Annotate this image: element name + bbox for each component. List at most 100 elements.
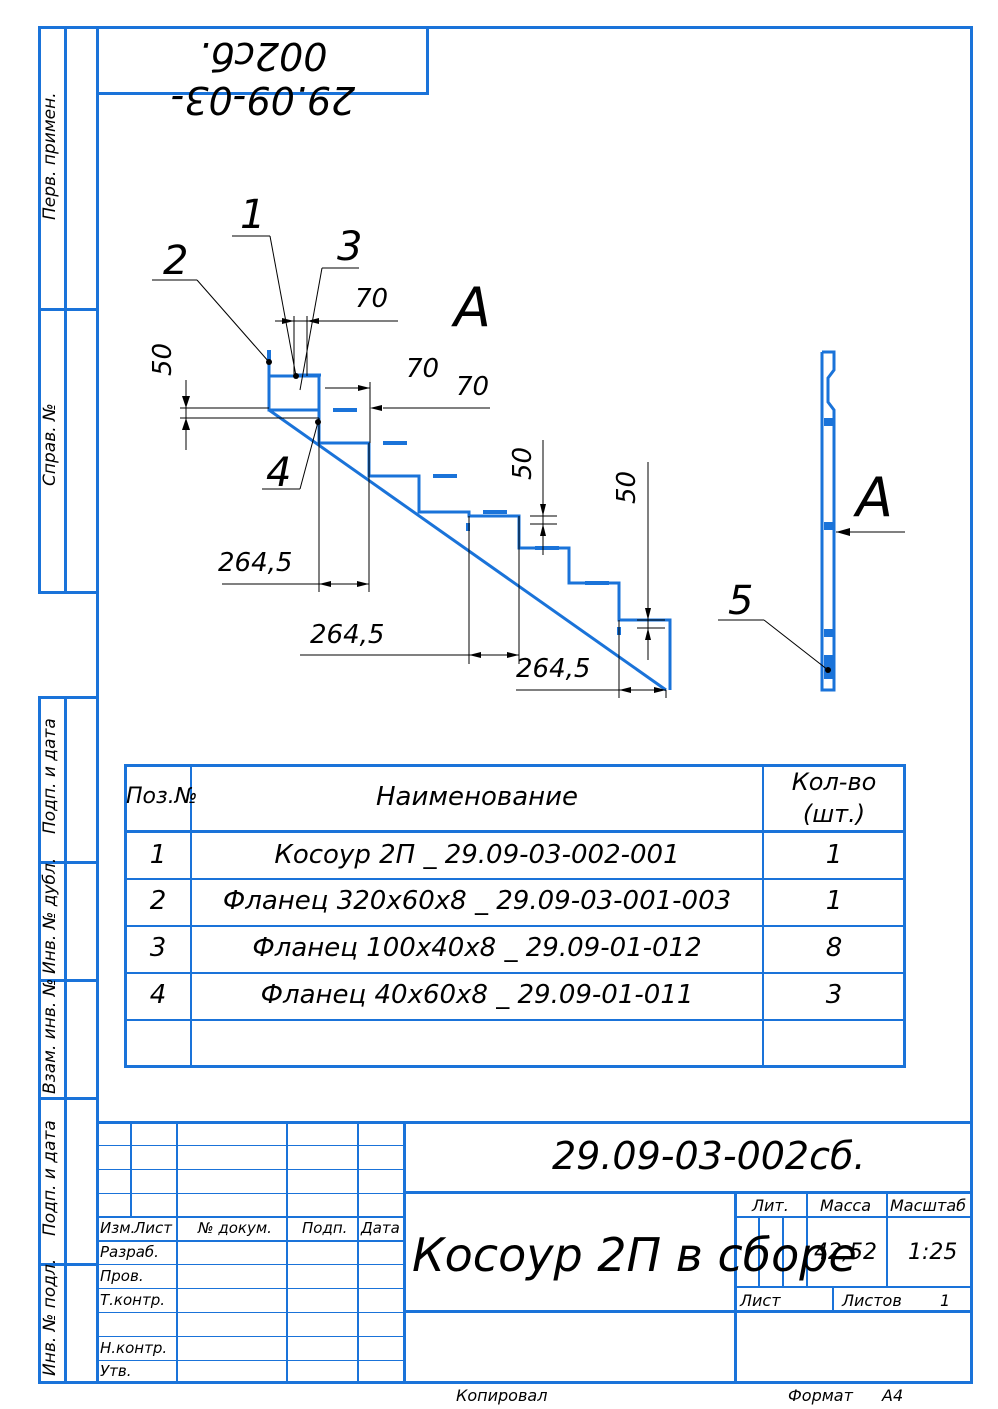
side-strip-top-divider [38, 308, 99, 311]
tb-hline-3 [96, 1193, 405, 1194]
arrows [182, 318, 850, 693]
dim-50-b: 50 [508, 446, 538, 480]
spec-vline-2 [762, 764, 764, 1068]
tb-hline-5 [96, 1240, 405, 1242]
tb-hline-1 [96, 1145, 405, 1146]
tb-massa-value: 42,52 [814, 1240, 877, 1265]
footer-format-value: A4 [882, 1386, 904, 1405]
dim-50-c: 50 [612, 470, 642, 504]
tb-list-label: Лист [740, 1291, 781, 1310]
footer-kopiroval: Копировал [456, 1386, 548, 1405]
view-label-a-main: A [454, 276, 491, 339]
dim-50-a: 50 [148, 342, 178, 376]
tb-col-doc: № докум. [198, 1219, 272, 1237]
spec-header-qty-2: (шт.) [802, 800, 866, 828]
tb-role-prov: Пров. [100, 1267, 144, 1285]
spec-row-3-qty: 8 [825, 933, 843, 963]
dim-70-c: 70 [456, 372, 490, 402]
dim-70-b: 70 [406, 354, 440, 384]
tb-col-podp: Подп. [302, 1219, 348, 1237]
tb-title: Косоур 2П в сборе [412, 1228, 857, 1282]
spec-row-1-pos: 1 [149, 840, 167, 870]
spec-row-4-name: Фланец 40х60х8 _ 29.09-01-011 [260, 980, 694, 1010]
tb-col-izm: Изм. [100, 1219, 136, 1237]
side-div-2 [38, 979, 99, 982]
side-view [820, 350, 836, 692]
dim-264-a: 264,5 [218, 548, 293, 578]
view-label-a-side: A [856, 466, 893, 529]
spec-row-1-qty: 1 [825, 840, 843, 870]
spec-table [124, 764, 906, 1068]
tb-hline-4 [96, 1216, 405, 1218]
tb-hline-10 [96, 1360, 405, 1361]
tb-list-line [734, 1286, 973, 1288]
tb-masshtab-value: 1:25 [908, 1240, 958, 1265]
spec-row-2-pos: 2 [149, 886, 167, 916]
tb-lit-label: Лит. [752, 1196, 789, 1215]
balloon-4: 4 [266, 450, 292, 496]
tb-lit-sub [734, 1216, 973, 1218]
side-div-4 [38, 1263, 99, 1266]
tb-col-list: Лист [134, 1219, 173, 1237]
side-div-1 [38, 861, 99, 864]
tb-role-razrab: Разраб. [100, 1243, 159, 1261]
tb-hline-6 [96, 1264, 405, 1265]
spec-row-4-pos: 4 [149, 980, 167, 1010]
spec-row-2-name: Фланец 320х60х8 _ 29.09-03-001-003 [222, 886, 732, 916]
side-strip-top-vline [64, 26, 67, 594]
tb-listov-label: Листов [842, 1291, 902, 1310]
tb-role-utv: Утв. [100, 1362, 132, 1380]
footer-format-label: Формат [788, 1386, 853, 1405]
tb-vline-b [176, 1121, 178, 1384]
balloon-1: 1 [240, 192, 266, 238]
spec-header-qty-1: Кол-во [791, 768, 877, 796]
tb-listov-value: 1 [940, 1291, 951, 1310]
tb-lit-v1 [758, 1216, 760, 1286]
tb-massa-label: Масса [820, 1196, 872, 1215]
dim-70-a: 70 [355, 284, 389, 314]
tb-hline-9 [96, 1336, 405, 1337]
stringer-diagonal [268, 408, 667, 692]
spec-hline-2 [124, 925, 906, 927]
tb-vline-e [403, 1121, 406, 1384]
side-strip-bottom [38, 696, 99, 1384]
spec-hline-4 [124, 1019, 906, 1021]
tb-hline-8 [96, 1312, 405, 1313]
tb-role-tkontr: Т.контр. [100, 1291, 166, 1309]
tb-hline-7 [96, 1288, 405, 1289]
spec-hline-1 [124, 878, 906, 880]
tb-designation: 29.09-03-002сб. [552, 1134, 866, 1178]
spec-row-4-qty: 3 [825, 980, 843, 1010]
tb-title-bottom [403, 1310, 973, 1313]
tb-hline-2 [96, 1169, 405, 1170]
spec-vline-1 [190, 764, 192, 1068]
balloon-3: 3 [337, 224, 363, 270]
rotated-stamp-box [96, 26, 429, 95]
tb-listov-v [832, 1286, 834, 1311]
spec-hline-3 [124, 972, 906, 974]
spec-row-3-pos: 3 [149, 933, 167, 963]
tb-masshtab-v [886, 1191, 888, 1286]
tb-vline-c [286, 1121, 288, 1384]
tb-masshtab-label: Масштаб [890, 1196, 967, 1215]
tb-vline-d [357, 1121, 359, 1384]
spec-header-name: Наименование [375, 782, 579, 812]
dim-264-b: 264,5 [310, 620, 385, 650]
balloon-5: 5 [728, 578, 754, 624]
dimension-lines [152, 235, 905, 698]
tb-col-data: Дата [361, 1219, 400, 1237]
spec-row-3-name: Фланец 100х40х8 _ 29.09-01-012 [252, 933, 702, 963]
tb-top-line [96, 1121, 973, 1124]
tb-massa-v [806, 1191, 808, 1286]
side-strip-bottom-vline [64, 696, 67, 1384]
side-div-3 [38, 1097, 99, 1100]
balloon-2: 2 [163, 238, 189, 284]
dim-264-c: 264,5 [516, 654, 591, 684]
tb-role-nkontr: Н.контр. [100, 1339, 168, 1357]
tb-lit-v2 [782, 1216, 784, 1286]
tb-designation-line [403, 1191, 973, 1194]
spec-row-2-qty: 1 [825, 886, 843, 916]
spec-hline-head [124, 830, 906, 833]
spec-row-1-name: Косоур 2П _ 29.09-03-002-001 [274, 840, 680, 870]
